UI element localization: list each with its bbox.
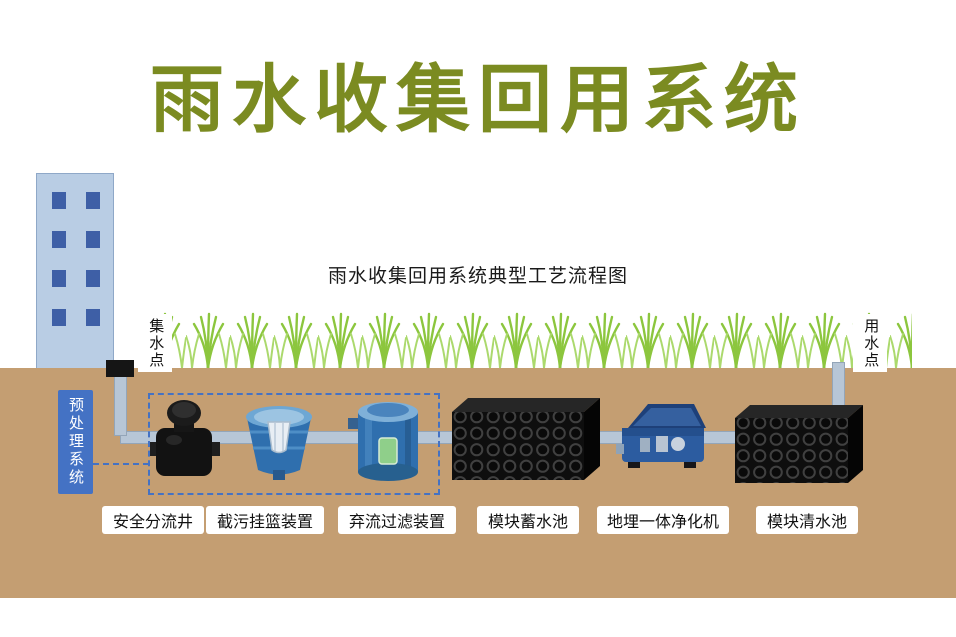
building-window xyxy=(86,309,100,326)
building-window xyxy=(86,231,100,248)
label-screening-basket: 截污挂篮装置 xyxy=(206,506,324,534)
diagram-subtitle: 雨水收集回用系统典型工艺流程图 xyxy=(327,266,628,287)
label-first-flush-filter: 弃流过滤装置 xyxy=(338,506,456,534)
building-window xyxy=(52,270,66,287)
device-first-flush-filter xyxy=(348,396,428,489)
building-window xyxy=(52,231,66,248)
label-safety-diversion-well: 安全分流井 xyxy=(102,506,204,534)
device-buried-purifier xyxy=(616,398,711,475)
pretreatment-system-label: 预处理系统 xyxy=(58,390,93,494)
building-inlet-connector xyxy=(106,360,134,377)
grass-strip xyxy=(142,312,912,368)
label-module-clean-tank: 模块清水池 xyxy=(756,506,858,534)
pretreatment-dashed-connector xyxy=(93,463,149,465)
building-window xyxy=(52,192,66,209)
collection-point-label: 集水点 xyxy=(138,314,172,372)
building-illustration xyxy=(36,173,114,371)
device-safety-diversion-well xyxy=(150,398,220,487)
use-point-label: 用水点 xyxy=(853,314,887,372)
pretreatment-dashed-boundary xyxy=(148,393,440,495)
building-window xyxy=(86,192,100,209)
page-title: 雨水收集回用系统 xyxy=(150,60,806,142)
device-module-clean-tank xyxy=(735,398,863,491)
device-module-storage-tank xyxy=(452,392,600,489)
building-window xyxy=(52,309,66,326)
inlet-pipe xyxy=(114,376,127,436)
device-screening-basket xyxy=(238,400,320,487)
building-window xyxy=(86,270,100,287)
label-buried-purifier: 地埋一体净化机 xyxy=(597,506,729,534)
label-module-storage-tank: 模块蓄水池 xyxy=(477,506,579,534)
